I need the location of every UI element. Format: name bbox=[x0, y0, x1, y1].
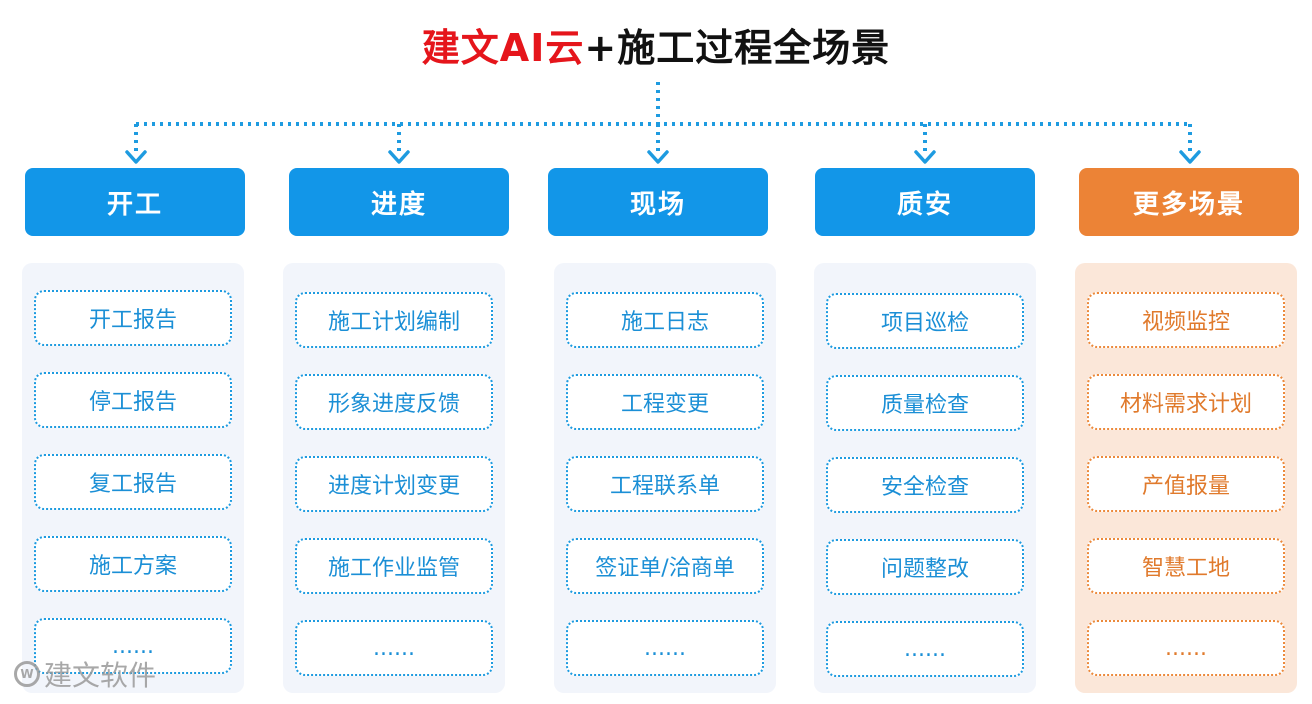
list-item: 项目巡检 bbox=[826, 293, 1024, 349]
list-item: 形象进度反馈 bbox=[295, 374, 493, 430]
column-panel-xianchang: 施工日志 工程变更 工程联系单 签证单/洽商单 ...... bbox=[554, 263, 776, 693]
list-item: ...... bbox=[566, 620, 764, 676]
title-brand: 建文AI云 bbox=[421, 26, 585, 70]
column-header-xianchang: 现场 bbox=[548, 168, 768, 236]
title-subject: +施工过程全场景 bbox=[584, 26, 891, 70]
watermark: W 建文软件 bbox=[14, 654, 156, 694]
column-panel-zhian: 项目巡检 质量检查 安全检查 问题整改 ...... bbox=[814, 263, 1036, 693]
list-item: 停工报告 bbox=[34, 372, 232, 428]
list-item: 质量检查 bbox=[826, 375, 1024, 431]
list-item: 智慧工地 bbox=[1087, 538, 1285, 594]
arrow-head-3 bbox=[647, 150, 669, 164]
column-header-kaigong: 开工 bbox=[25, 168, 245, 236]
column-header-zhian: 质安 bbox=[815, 168, 1035, 236]
column-panel-kaigong: 开工报告 停工报告 复工报告 施工方案 ...... bbox=[22, 263, 244, 693]
column-header-more: 更多场景 bbox=[1079, 168, 1299, 236]
list-item: 问题整改 bbox=[826, 539, 1024, 595]
list-item: 施工方案 bbox=[34, 536, 232, 592]
list-item: 材料需求计划 bbox=[1087, 374, 1285, 430]
list-item: 产值报量 bbox=[1087, 456, 1285, 512]
list-item: 工程联系单 bbox=[566, 456, 764, 512]
list-item: ...... bbox=[34, 618, 232, 674]
column-panel-more: 视频监控 材料需求计划 产值报量 智慧工地 ...... bbox=[1075, 263, 1297, 693]
page-title: 建文AI云+施工过程全场景 bbox=[0, 22, 1312, 74]
column-panel-jindu: 施工计划编制 形象进度反馈 进度计划变更 施工作业监管 ...... bbox=[283, 263, 505, 693]
list-item: 开工报告 bbox=[34, 290, 232, 346]
list-item: 进度计划变更 bbox=[295, 456, 493, 512]
list-item: 安全检查 bbox=[826, 457, 1024, 513]
arrow-head-1 bbox=[125, 150, 147, 164]
list-item: ...... bbox=[826, 621, 1024, 677]
list-item: 施工作业监管 bbox=[295, 538, 493, 594]
list-item: 复工报告 bbox=[34, 454, 232, 510]
list-item: 施工日志 bbox=[566, 292, 764, 348]
watermark-text: 建文软件 bbox=[44, 659, 157, 692]
jianwen-logo-icon: W bbox=[14, 661, 40, 687]
list-item: 工程变更 bbox=[566, 374, 764, 430]
list-item: ...... bbox=[1087, 620, 1285, 676]
list-item: ...... bbox=[295, 620, 493, 676]
arrow-head-2 bbox=[388, 150, 410, 164]
column-header-jindu: 进度 bbox=[289, 168, 509, 236]
arrow-head-5 bbox=[1179, 150, 1201, 164]
list-item: 视频监控 bbox=[1087, 292, 1285, 348]
arrow-head-4 bbox=[914, 150, 936, 164]
list-item: 施工计划编制 bbox=[295, 292, 493, 348]
list-item: 签证单/洽商单 bbox=[566, 538, 764, 594]
